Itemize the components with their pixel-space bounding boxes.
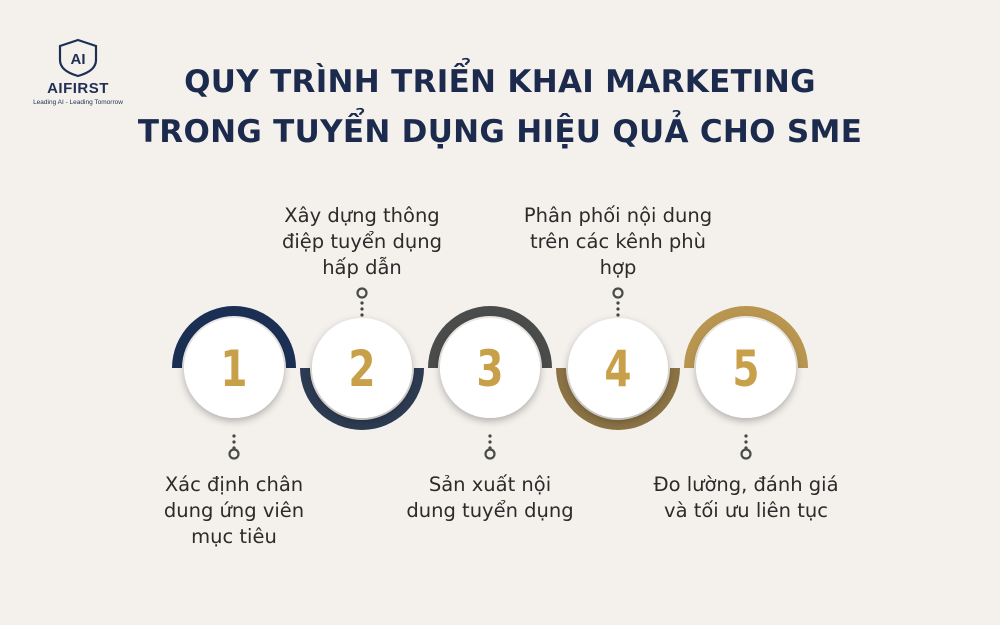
step-3-connector-dot — [488, 440, 492, 444]
step-1-connector-dot — [232, 440, 236, 444]
step-4-connector-dot — [616, 307, 620, 311]
step-4-circle — [568, 318, 668, 418]
step-3-label: Sản xuất nội dung tuyển dụng — [380, 472, 600, 524]
step-label-line: dung ứng viên — [163, 499, 305, 522]
step-4: 4 — [556, 287, 680, 430]
step-2-connector-dot — [360, 301, 364, 305]
step-4-number: 4 — [604, 339, 631, 398]
step-2-arc — [300, 368, 424, 430]
step-2-connector-dot — [360, 307, 364, 311]
step-label-line: Sản xuất nội — [428, 473, 552, 496]
step-3-arc — [428, 306, 552, 368]
step-5: 5 — [684, 306, 808, 460]
step-1-number: 1 — [220, 339, 247, 398]
step-2-connector-ring — [356, 287, 368, 299]
step-1-label: Xác định chân dung ứng viên mục tiêu — [124, 472, 344, 550]
step-1-circle — [184, 318, 284, 418]
logo-name: AIFIRST — [47, 80, 109, 97]
step-label-line: trên các kênh phù — [530, 230, 706, 253]
step-label-line: Phân phối nội dung — [523, 204, 713, 227]
logo: AI AIFIRST Leading AI - Leading Tomorrow — [28, 38, 128, 106]
step-label-line: Xác định chân — [164, 473, 304, 496]
step-2-label: Xây dựng thông điệp tuyển dụng hấp dẫn — [252, 203, 472, 281]
step-5-connector-ring — [740, 448, 752, 460]
step-label-line: và tối ưu liên tục — [664, 499, 828, 522]
step-1-arc — [172, 306, 296, 368]
step-5-arc — [684, 306, 808, 368]
step-2-circle — [312, 318, 412, 418]
step-5-number: 5 — [732, 339, 759, 398]
step-label-line: Xây dựng thông — [284, 204, 440, 227]
step-5-circle — [696, 318, 796, 418]
step-3-number: 3 — [476, 339, 503, 398]
step-label-line: Đo lường, đánh giá — [653, 473, 839, 496]
step-1-connector-dot — [232, 434, 236, 438]
step-1-connector-ring — [228, 448, 240, 460]
step-4-connector-ring — [612, 287, 624, 299]
step-3-circle — [440, 318, 540, 418]
step-5-connector-dot — [744, 434, 748, 438]
step-4-arc — [556, 368, 680, 430]
step-5-label: Đo lường, đánh giá và tối ưu liên tục — [636, 472, 856, 524]
step-2-connector-dot — [360, 313, 364, 317]
step-2-number: 2 — [348, 339, 375, 398]
step-label-line: hấp dẫn — [322, 256, 402, 279]
step-label-line: điệp tuyển dụng — [282, 230, 442, 253]
step-3: 3 — [428, 306, 552, 460]
page-title-line-1: QUY TRÌNH TRIỂN KHAI MARKETING — [184, 64, 816, 100]
step-3-connector-ring — [484, 448, 496, 460]
step-label-line: hợp — [599, 256, 637, 279]
step-4-label: Phân phối nội dung trên các kênh phù hợp — [508, 203, 728, 281]
step-4-connector-dot — [616, 313, 620, 317]
step-1: 1 — [172, 306, 296, 460]
step-2: 2 — [300, 287, 424, 430]
step-3-connector-dot — [488, 434, 492, 438]
step-4-connector-dot — [616, 301, 620, 305]
step-label-line: dung tuyển dụng — [406, 499, 574, 522]
page-title-line-2: TRONG TUYỂN DỤNG HIỆU QUẢ CHO SME — [137, 114, 863, 150]
step-5-connector-dot — [744, 440, 748, 444]
step-label-line: mục tiêu — [191, 525, 277, 548]
shield-logo-icon: AI — [58, 38, 98, 78]
logo-tagline: Leading AI - Leading Tomorrow — [33, 99, 123, 106]
logo-mark: AI — [71, 51, 86, 68]
